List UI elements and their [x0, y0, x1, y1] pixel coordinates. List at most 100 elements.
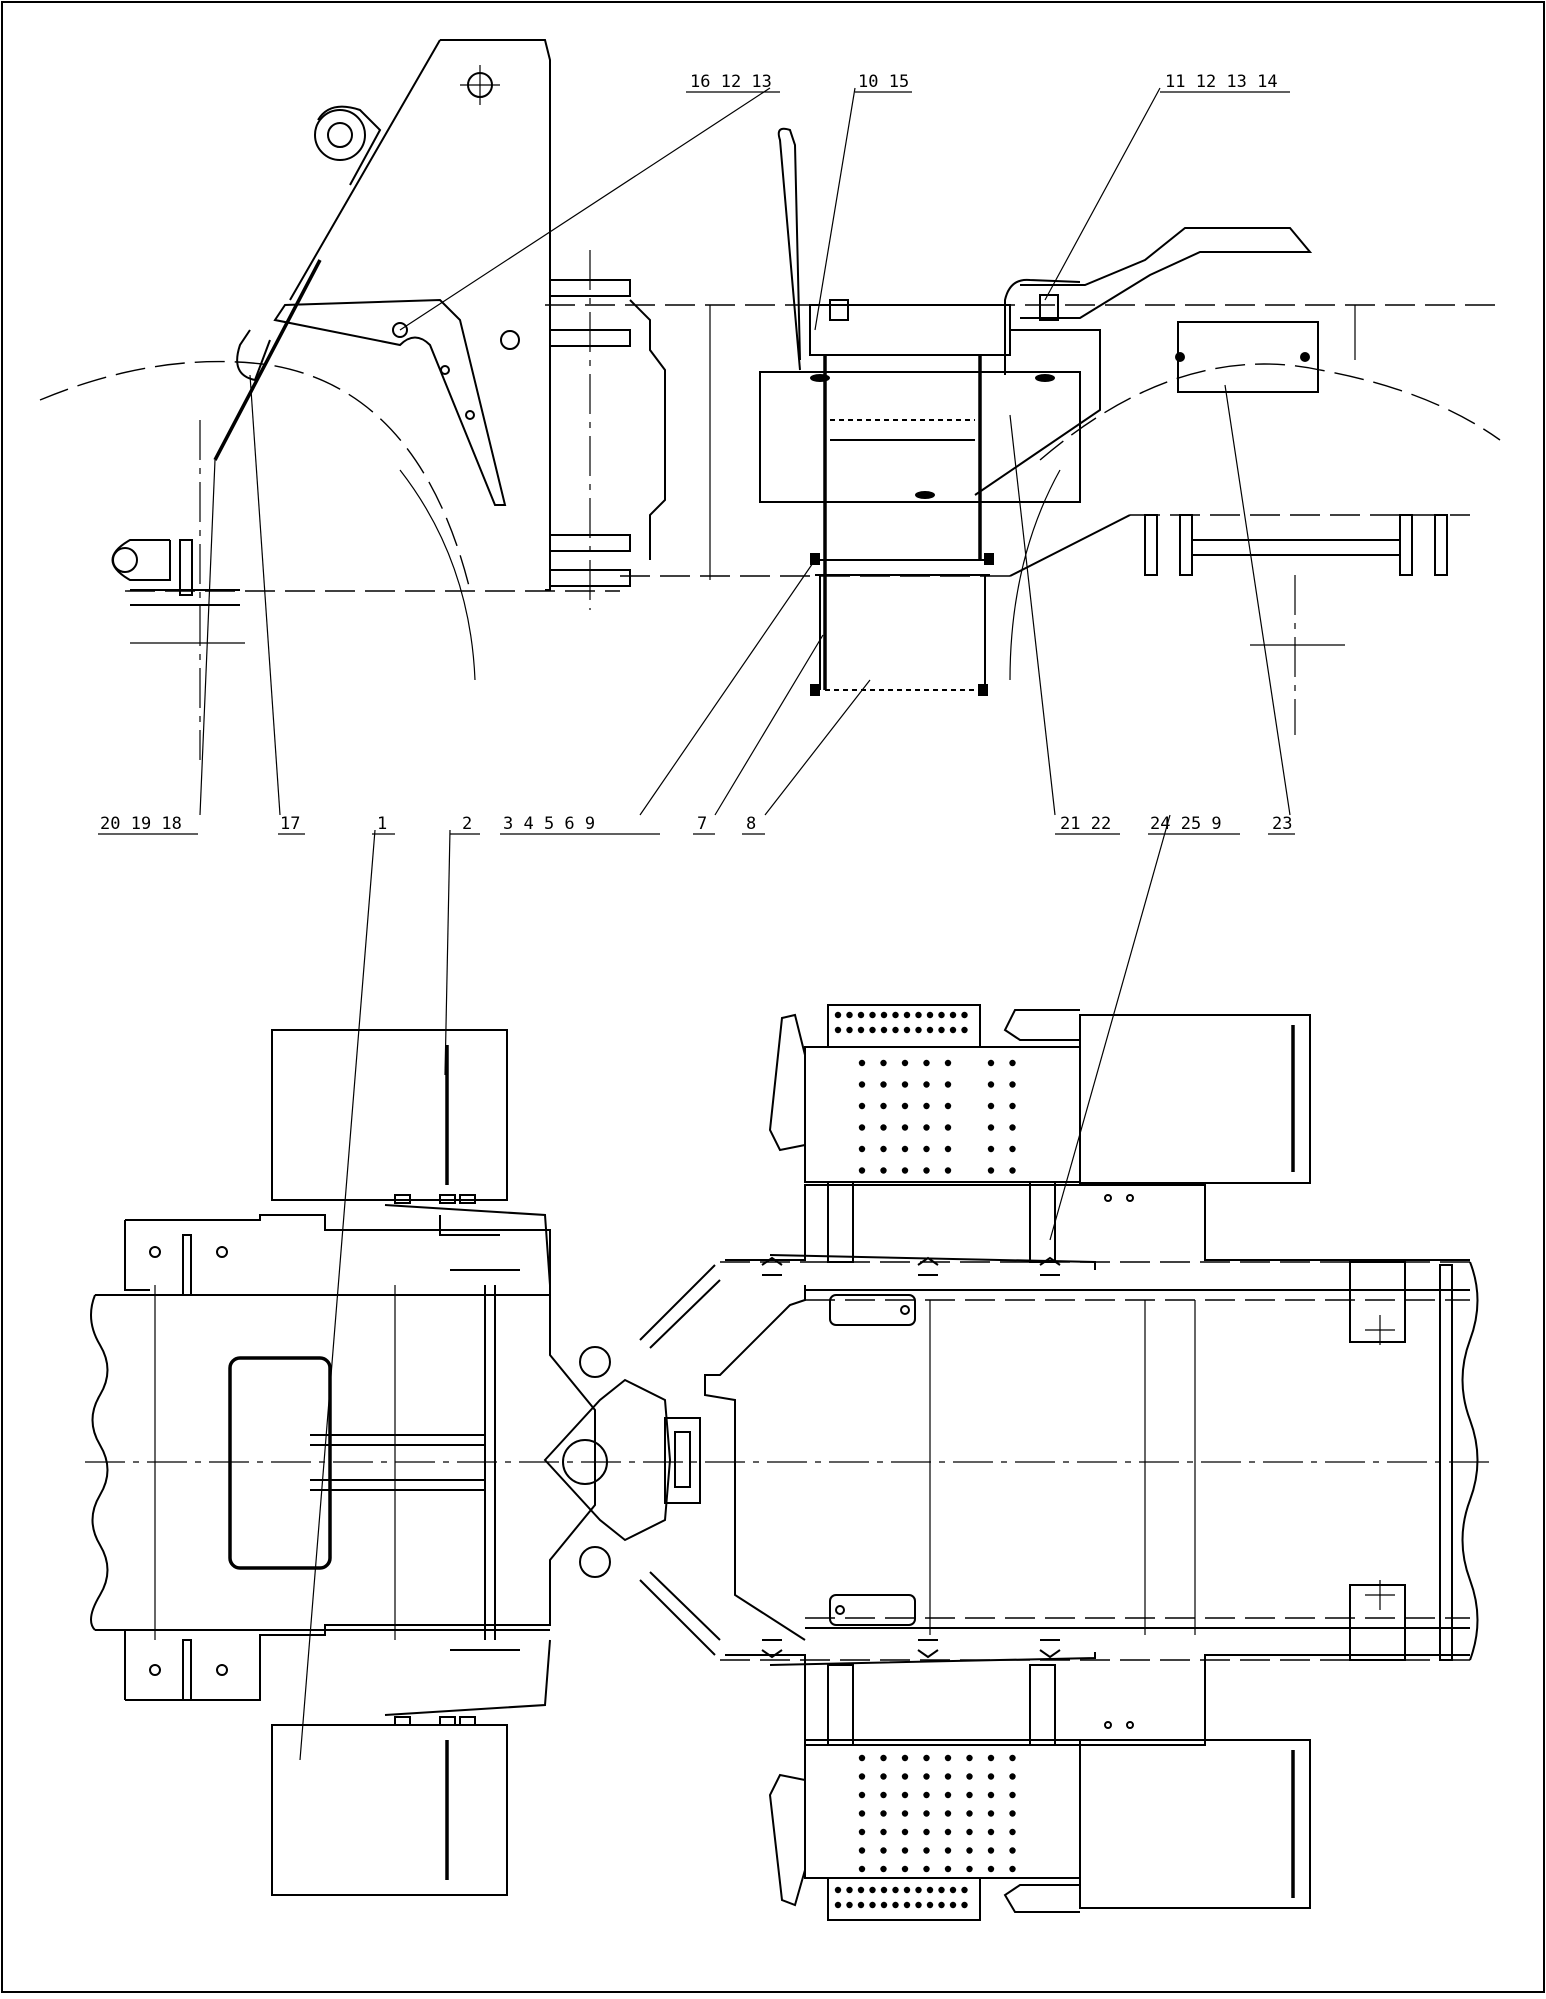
mount-11	[1039, 294, 1059, 321]
perforation-hole	[858, 1102, 866, 1110]
perforation-hole	[857, 1901, 865, 1909]
perforation-hole	[869, 1886, 876, 1894]
perforation-hole	[903, 1026, 911, 1034]
front-hood	[228, 1356, 332, 1570]
perforation-hole	[923, 1773, 930, 1780]
perforation-hole	[880, 1810, 887, 1817]
front-wheel-arc	[39, 360, 471, 591]
articulation-plates	[549, 279, 666, 587]
perforation-hole	[944, 1773, 952, 1780]
perforation-hole	[923, 1167, 930, 1174]
perforation-hole	[857, 1886, 865, 1894]
perforation-hole	[987, 1081, 995, 1088]
perforation-hole	[880, 1059, 887, 1067]
arm-step-bracket	[273, 298, 507, 506]
perforation-hole	[966, 1754, 973, 1762]
bracket-hole-b	[465, 410, 475, 420]
rear-wheel-inner-arc	[1009, 469, 1061, 681]
rear-wavy-break	[1461, 1261, 1479, 1661]
perforation-hole	[966, 1791, 973, 1799]
side-view	[39, 39, 1501, 1761]
perforation-hole	[880, 1011, 888, 1019]
callout-23: 23	[1272, 814, 1292, 834]
rear-axle	[1144, 514, 1448, 735]
perforation-hole	[949, 1901, 957, 1909]
hole-f3	[149, 1664, 161, 1676]
front-wheel-inner-arc	[399, 469, 476, 681]
perforation-hole	[901, 1773, 909, 1780]
perforation-hole	[901, 1167, 909, 1174]
perforation-hole	[901, 1791, 909, 1799]
perforation-hole	[944, 1081, 952, 1088]
mount-10	[829, 299, 849, 321]
ladder-handrail-right	[1004, 278, 1081, 375]
perforation-hole	[901, 1828, 909, 1836]
perforation-hole	[858, 1791, 866, 1799]
rear-frame	[725, 1184, 1470, 1746]
perforation-hole	[1009, 1059, 1016, 1067]
perforation-hole	[892, 1011, 899, 1019]
perforation-hole	[858, 1773, 866, 1780]
rear-bracket-bottom	[1349, 1584, 1406, 1661]
perforation-hole	[846, 1011, 853, 1019]
perforation-hole	[915, 1901, 922, 1909]
frame-hole	[500, 330, 520, 350]
perforation-hole	[869, 1901, 876, 1909]
perforation-hole	[923, 1059, 930, 1067]
arm-eye	[314, 109, 366, 161]
perforation-hole	[880, 1865, 887, 1873]
perforation-hole	[938, 1886, 945, 1894]
perforation-hole	[858, 1145, 866, 1153]
perforation-hole	[858, 1059, 866, 1067]
perforation-hole	[901, 1124, 909, 1131]
perforation-hole	[1009, 1773, 1016, 1780]
perforation-hole	[1009, 1167, 1016, 1174]
arm-eye-inner	[327, 122, 353, 148]
perforation-hole	[923, 1124, 930, 1131]
perforation-hole	[966, 1865, 973, 1873]
perforation-hole	[858, 1167, 866, 1174]
perforation-hole	[944, 1167, 952, 1174]
callout-1: 1	[377, 814, 387, 834]
box-1	[271, 1724, 508, 1896]
lower-lug	[579, 1546, 611, 1578]
perforation-hole	[944, 1102, 952, 1110]
perforation-hole	[961, 1011, 968, 1019]
post-f2	[182, 1639, 192, 1701]
perforation-hole	[901, 1754, 909, 1762]
perforation-hole	[915, 1011, 922, 1019]
perforation-hole	[923, 1847, 930, 1854]
perforation-hole	[901, 1081, 909, 1088]
perforation-hole	[923, 1145, 930, 1153]
callout-16-12-13: 16 12 13	[690, 72, 772, 92]
bracket-pin	[392, 322, 408, 338]
perforation-hole	[858, 1828, 866, 1836]
frame-slope	[1009, 514, 1131, 577]
perforation-hole	[858, 1810, 866, 1817]
rear-plate-top	[829, 1294, 916, 1326]
perforation-hole	[915, 1886, 922, 1894]
hole-f4	[216, 1664, 228, 1676]
perforation-hole	[880, 1901, 888, 1909]
perforation-hole	[903, 1901, 911, 1909]
perforation-hole	[858, 1124, 866, 1131]
perforation-hole	[880, 1124, 887, 1131]
perforation-hole	[923, 1791, 930, 1799]
perforation-hole	[915, 1026, 922, 1034]
perforation-hole	[880, 1102, 887, 1110]
perforation-hole	[987, 1773, 995, 1780]
perforation-hole	[949, 1011, 957, 1019]
box-2	[271, 1029, 508, 1201]
perforation-hole	[880, 1791, 887, 1799]
articulation-box	[664, 1417, 701, 1504]
perforation-hole	[966, 1828, 973, 1836]
perforation-hole	[846, 1901, 853, 1909]
perforation-hole	[938, 1901, 945, 1909]
stay-rod	[213, 259, 322, 461]
callout-11-12-13-14: 11 12 13 14	[1165, 72, 1278, 92]
perforation-hole	[846, 1026, 853, 1034]
perforation-hole	[901, 1145, 909, 1153]
perforation-hole	[923, 1828, 930, 1836]
step-perforations	[834, 1011, 1016, 1909]
